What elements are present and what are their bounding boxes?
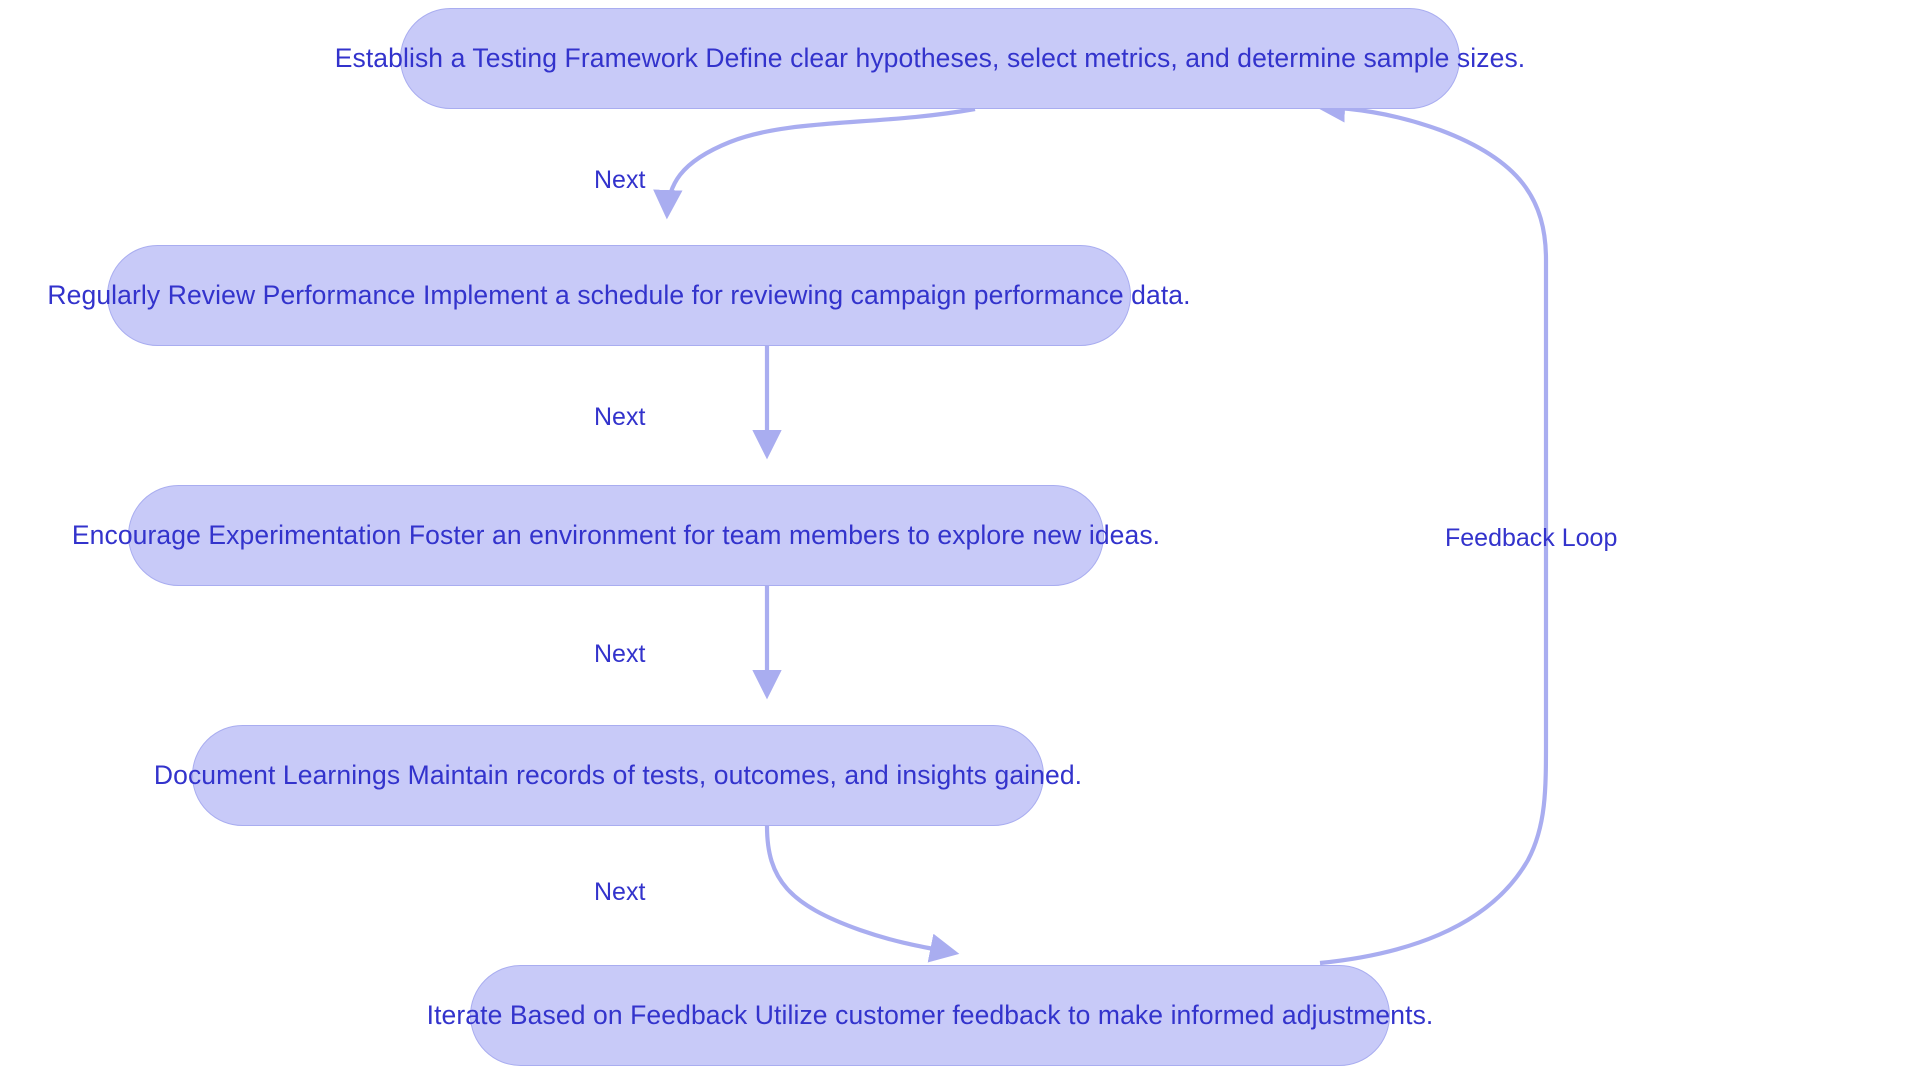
edge-label-next-1: Next: [594, 166, 646, 194]
flow-node-iterate-based-on-feedback[interactable]: Iterate Based on Feedback Utilize custom…: [427, 965, 1433, 1066]
edge-label-feedback-loop: Feedback Loop: [1445, 524, 1618, 552]
edge-n1-n2: [653, 106, 976, 220]
flow-node-label: Regularly Review Performance Implement a…: [47, 280, 1191, 310]
edge-label-next-3: Next: [594, 640, 646, 668]
edge-label-next-4: Next: [594, 878, 646, 906]
flow-node-label: Document Learnings Maintain records of t…: [153, 760, 1083, 790]
edge-n4-n5: [764, 825, 960, 963]
flow-node-regularly-review-performance[interactable]: Regularly Review Performance Implement a…: [47, 245, 1190, 346]
flow-node-label: Encourage Experimentation Foster an envi…: [71, 520, 1161, 550]
flow-node-document-learnings[interactable]: Document Learnings Maintain records of t…: [154, 725, 1082, 826]
flow-node-label: Iterate Based on Feedback Utilize custom…: [426, 1000, 1434, 1030]
flow-node-label: Establish a Testing Framework Define cle…: [334, 43, 1526, 73]
flow-node-establish-testing-framework[interactable]: Establish a Testing Framework Define cle…: [335, 8, 1525, 109]
edge-label-next-2: Next: [594, 403, 646, 431]
edge-n5-n1: [1315, 93, 1549, 966]
flow-node-encourage-experimentation[interactable]: Encourage Experimentation Foster an envi…: [72, 485, 1160, 586]
